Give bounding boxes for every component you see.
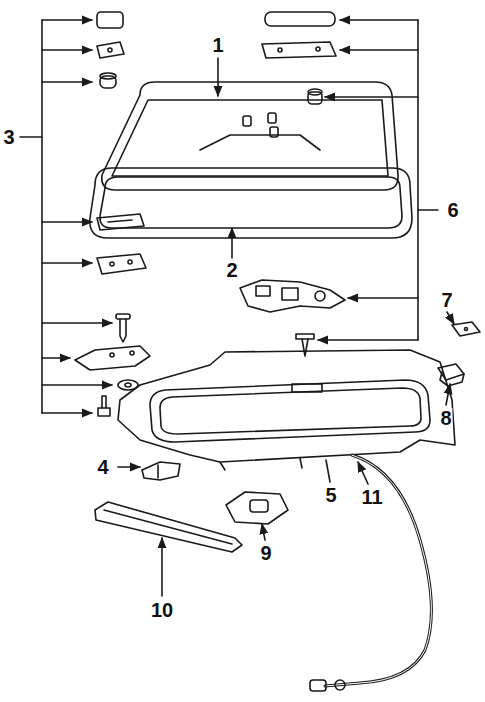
- callout-number: 9: [259, 543, 272, 563]
- part-7: [452, 322, 480, 336]
- glass-panel: [102, 82, 398, 190]
- callout-number: 1: [211, 35, 224, 55]
- part-9: [226, 492, 288, 524]
- handle-10: [95, 502, 242, 552]
- seal-ring: [90, 168, 412, 238]
- callout-number: 11: [360, 487, 383, 507]
- leader-lines: [118, 58, 454, 596]
- callout-number: 6: [446, 200, 459, 220]
- bracket-6: [318, 20, 438, 340]
- left-hardware: [75, 12, 150, 416]
- part-8: [438, 364, 464, 386]
- callout-number: 4: [96, 457, 109, 477]
- callout-number: 8: [439, 408, 452, 428]
- part-4: [142, 462, 180, 480]
- sunroof-frame: [118, 350, 455, 470]
- cable-11: [310, 455, 431, 691]
- callout-number: 10: [150, 600, 174, 620]
- callout-number: 5: [324, 485, 337, 505]
- callout-number: 2: [225, 260, 238, 280]
- bracket-3: [20, 20, 112, 413]
- callout-number: 3: [2, 127, 15, 147]
- callout-number: 7: [440, 290, 453, 310]
- right-hardware: [240, 12, 345, 356]
